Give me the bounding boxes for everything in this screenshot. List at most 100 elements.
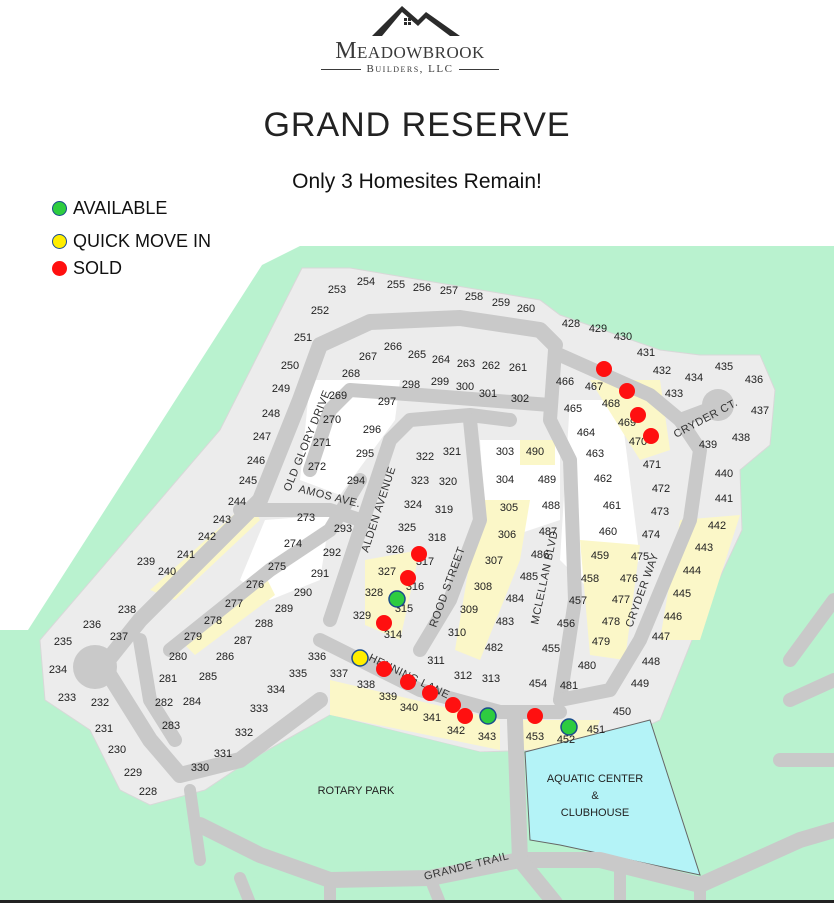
- lot-296: 296: [363, 424, 381, 436]
- lot-297: 297: [378, 396, 396, 408]
- lot-485: 485: [520, 571, 538, 583]
- lot-450: 450: [613, 706, 631, 718]
- lot-250: 250: [281, 360, 299, 372]
- lot-343: 343: [478, 731, 496, 743]
- lot-267: 267: [359, 351, 377, 363]
- lot-263: 263: [457, 358, 475, 370]
- lot-255: 255: [387, 279, 405, 291]
- lot-252: 252: [311, 305, 329, 317]
- lot-299: 299: [431, 376, 449, 388]
- lot-475: 475: [631, 551, 649, 563]
- sold-marker[interactable]: [445, 697, 461, 713]
- status-markers: [351, 361, 659, 736]
- aquatic-label-line-2: &: [591, 790, 599, 802]
- highlight-lots: [180, 575, 275, 655]
- lot-275: 275: [268, 561, 286, 573]
- sold-marker[interactable]: [457, 708, 473, 724]
- lot-306: 306: [498, 529, 516, 541]
- lot-262: 262: [482, 360, 500, 372]
- available-marker[interactable]: [560, 718, 578, 736]
- highlight-lots: [520, 440, 555, 465]
- sold-marker[interactable]: [422, 685, 438, 701]
- lot-271: 271: [313, 437, 331, 449]
- lot-477: 477: [612, 594, 630, 606]
- lot-289: 289: [275, 603, 293, 615]
- lot-308: 308: [474, 581, 492, 593]
- lot-264: 264: [432, 354, 450, 366]
- sold-marker[interactable]: [643, 428, 659, 444]
- rotary-park: [200, 715, 520, 878]
- lot-446: 446: [664, 611, 682, 623]
- road-connector: [507, 712, 563, 903]
- road-mcclellan-blvd: [543, 343, 582, 707]
- lot-433: 433: [665, 388, 683, 400]
- lot-295: 295: [356, 448, 374, 460]
- bottom-border: [0, 900, 834, 903]
- lot-442: 442: [708, 520, 726, 532]
- lot-461: 461: [603, 500, 621, 512]
- sold-marker[interactable]: [596, 361, 612, 377]
- qmi-marker[interactable]: [351, 649, 369, 667]
- lot-451: 451: [587, 724, 605, 736]
- lot-460: 460: [599, 526, 617, 538]
- lot-327: 327: [378, 566, 396, 578]
- lot-341: 341: [423, 712, 441, 724]
- lot-248: 248: [262, 408, 280, 420]
- lot-304: 304: [496, 474, 514, 486]
- lot-283: 283: [162, 720, 180, 732]
- sold-marker[interactable]: [630, 407, 646, 423]
- lot-269: 269: [329, 390, 347, 402]
- sold-marker[interactable]: [619, 383, 635, 399]
- lot-233: 233: [58, 692, 76, 704]
- green-dot-icon: [52, 200, 67, 216]
- lot-436: 436: [745, 374, 763, 386]
- lot-313: 313: [482, 673, 500, 685]
- lot-314: 314: [384, 629, 402, 641]
- lot-337: 337: [330, 668, 348, 680]
- lot-326: 326: [386, 544, 404, 556]
- lot-240: 240: [158, 566, 176, 578]
- brand-logo: Meadowbrook Builders, LLC: [300, 0, 520, 80]
- lot-473: 473: [651, 506, 669, 518]
- lot-307: 307: [485, 555, 503, 567]
- lot-325: 325: [398, 522, 416, 534]
- lot-303: 303: [496, 446, 514, 458]
- lot-245: 245: [239, 475, 257, 487]
- lot-322: 322: [416, 451, 434, 463]
- available-marker[interactable]: [388, 590, 406, 608]
- lot-331: 331: [214, 748, 232, 760]
- lot-232: 232: [91, 697, 109, 709]
- lot-311: 311: [427, 655, 445, 667]
- sold-marker[interactable]: [527, 708, 543, 724]
- lot-489: 489: [538, 474, 556, 486]
- lot-483: 483: [496, 616, 514, 628]
- lot-237: 237: [110, 631, 128, 643]
- red-dot-icon: [52, 260, 67, 276]
- lot-242: 242: [198, 531, 216, 543]
- sold-marker[interactable]: [376, 661, 392, 677]
- lot-241: 241: [177, 549, 195, 561]
- available-marker[interactable]: [479, 707, 497, 725]
- lot-238: 238: [118, 604, 136, 616]
- lot-302: 302: [511, 393, 529, 405]
- lot-441: 441: [715, 493, 733, 505]
- lot-457: 457: [569, 595, 587, 607]
- lot-305: 305: [500, 502, 518, 514]
- lot-447: 447: [652, 631, 670, 643]
- sold-marker[interactable]: [400, 570, 416, 586]
- lot-336: 336: [308, 651, 326, 663]
- lot-291: 291: [311, 568, 329, 580]
- lot-429: 429: [589, 323, 607, 335]
- sold-marker[interactable]: [411, 546, 427, 562]
- lot-463: 463: [586, 448, 604, 460]
- lot-444: 444: [683, 565, 701, 577]
- sold-marker[interactable]: [400, 674, 416, 690]
- brand-subtitle: Builders, LLC: [300, 63, 520, 75]
- lot-338: 338: [357, 679, 375, 691]
- lot-481: 481: [560, 680, 578, 692]
- lot-319: 319: [435, 504, 453, 516]
- lot-284: 284: [183, 696, 201, 708]
- sold-marker[interactable]: [376, 615, 392, 631]
- lot-476: 476: [620, 573, 638, 585]
- lot-300: 300: [456, 381, 474, 393]
